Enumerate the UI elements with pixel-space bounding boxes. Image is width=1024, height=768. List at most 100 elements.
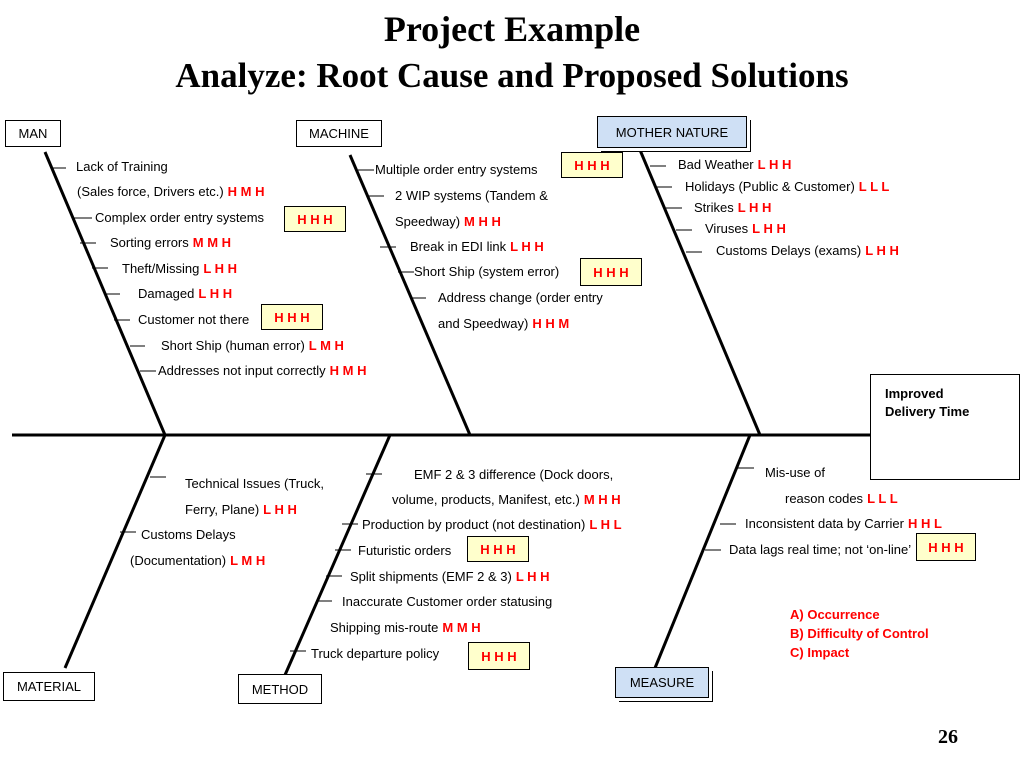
cause-item: Data lags real time; not ‘on-line’ [729, 542, 911, 558]
legend-item: A) Occurrence [790, 607, 880, 622]
cause-text: Inconsistent data by Carrier [745, 516, 904, 531]
cause-item: Lack of Training [76, 159, 168, 175]
category-mother-nature: MOTHER NATURE [597, 116, 747, 148]
cause-item: Inaccurate Customer order statusing [342, 594, 552, 610]
hhh-highlight: H H H [261, 304, 323, 330]
cause-item: Holidays (Public & Customer)L L L [685, 179, 889, 195]
cause-text: Complex order entry systems [95, 210, 265, 225]
category-measure: MEASURE [615, 667, 709, 698]
cause-item: (Sales force, Drivers etc.)H M H [77, 184, 265, 200]
cause-text: (Sales force, Drivers etc.) [77, 184, 224, 199]
category-label: METHOD [251, 681, 309, 697]
cause-text: Holidays (Public & Customer) [685, 179, 855, 194]
cause-text: Speedway) [395, 214, 461, 229]
cause-item: Multiple order entry systems [375, 162, 538, 178]
cause-text: and Speedway) [438, 316, 529, 331]
cause-item: Complex order entry systems [95, 210, 264, 226]
cause-text: Damaged [138, 286, 195, 301]
cause-text: Technical Issues (Truck, [185, 476, 324, 491]
cause-item: Speedway)M H H [395, 214, 501, 230]
category-label: MEASURE [629, 675, 695, 690]
category-label: MACHINE [309, 126, 369, 141]
rating: H H L [907, 516, 942, 531]
cause-text: Theft/Missing [122, 261, 200, 276]
cause-text: Bad Weather [678, 157, 754, 172]
cause-text: Production by product (not destination) [362, 517, 586, 532]
cause-text: reason codes [785, 491, 864, 506]
rating: H M H [329, 363, 367, 378]
cause-item: 2 WIP systems (Tandem & [395, 188, 548, 204]
cause-text: Futuristic orders [358, 543, 452, 558]
cause-text: EMF 2 & 3 difference (Dock doors, [414, 467, 614, 482]
rating: M H H [464, 214, 501, 229]
rating: L L L [858, 179, 890, 194]
rating: M M H [192, 235, 232, 250]
rating: M M H [442, 620, 481, 635]
effect-box: Improved Delivery Time [870, 374, 1020, 480]
hhh-highlight: H H H [467, 536, 529, 562]
rating: L M H [308, 338, 344, 353]
cause-item: Ferry, Plane)L H H [185, 502, 297, 518]
cause-text: Data lags real time; not ‘on-line’ [729, 542, 912, 557]
category-label: MOTHER NATURE [615, 124, 729, 140]
bone-method [283, 434, 392, 676]
slide-title: Project Example [383, 9, 641, 49]
cause-text: Split shipments (EMF 2 & 3) [350, 569, 512, 584]
cause-text: Lack of Training [76, 159, 168, 174]
cause-item: Truck departure policy [311, 646, 439, 662]
category-man: MAN [5, 120, 61, 147]
legend: A) Occurrence B) Difficulty of Control C… [790, 605, 929, 662]
cause-item: Production by product (not destination)L… [362, 517, 622, 533]
cause-text: Truck departure policy [311, 646, 440, 661]
cause-item: and Speedway)H H M [438, 316, 569, 332]
cause-text: Shipping mis-route [330, 620, 439, 635]
rating: L H H [510, 239, 544, 254]
rating: L M H [230, 553, 266, 568]
category-material: MATERIAL [3, 672, 95, 701]
rating: L H H [757, 157, 792, 172]
cause-item: Customs Delays [141, 527, 236, 543]
hhh-highlight: H H H [561, 152, 623, 178]
bone-mother-nature [638, 149, 762, 436]
rating: M H H [583, 492, 621, 507]
legend-item: B) Difficulty of Control [790, 626, 929, 641]
cause-item: Short Ship (system error) [414, 264, 559, 280]
cause-item: Address change (order entry [438, 290, 603, 306]
rating: H M H [227, 184, 265, 199]
cause-item: Customer not there [138, 312, 249, 328]
rating: L H L [589, 517, 622, 532]
rating: L H H [737, 200, 772, 215]
cause-text: Viruses [705, 221, 749, 236]
cause-item: volume, products, Manifest, etc.)M H H [392, 492, 621, 508]
cause-item: Mis-use of [765, 465, 825, 481]
rating: L H H [203, 261, 238, 276]
cause-text: Multiple order entry systems [375, 162, 538, 177]
hhh-highlight: H H H [468, 642, 530, 670]
hhh-highlight: H H H [580, 258, 642, 286]
cause-text: Sorting errors [110, 235, 189, 250]
cause-item: Customs Delays (exams)L H H [716, 243, 899, 259]
cause-text: Break in EDI link [410, 239, 507, 254]
slide-subtitle: Analyze: Root Cause and Proposed Solutio… [175, 56, 849, 95]
cause-text: Inaccurate Customer order statusing [342, 594, 553, 609]
cause-text: Addresses not input correctly [158, 363, 326, 378]
cause-text: Customs Delays [141, 527, 236, 542]
effect-label: Improved Delivery Time [885, 386, 970, 419]
rating: L H H [865, 243, 899, 258]
cause-text: volume, products, Manifest, etc.) [392, 492, 580, 507]
bone-measure [653, 434, 752, 669]
cause-text: 2 WIP systems (Tandem & [395, 188, 548, 203]
cause-item: Technical Issues (Truck, [185, 476, 324, 492]
cause-text: Short Ship (system error) [414, 264, 560, 279]
cause-text: Strikes [694, 200, 734, 215]
